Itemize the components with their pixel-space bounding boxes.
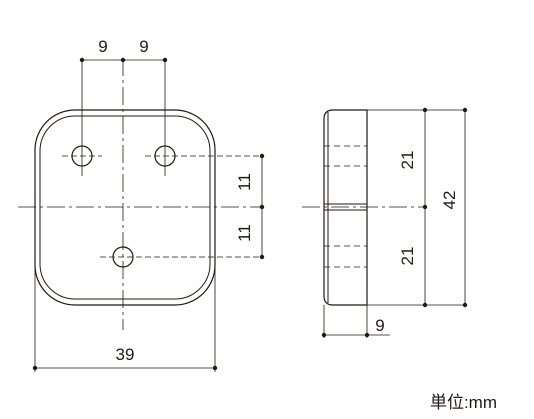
front-body-outer [34,109,216,306]
hole-crosshairs [62,155,262,258]
front-dimension-dots [32,57,265,371]
side-hidden-lines [324,145,367,268]
top-extension-lines [81,58,166,176]
dim-width: 39 [116,345,135,364]
unit-label: 単位:mm [430,393,497,412]
dim-vertical-upper: 11 [235,173,254,191]
side-dimension-dots [321,107,468,338]
dim-hole-spacing-right: 9 [139,37,148,56]
dim-side-upper: 21 [398,151,417,170]
front-body-inner [39,115,211,300]
dim-side-total: 42 [440,191,459,210]
side-extension-lines [323,109,465,338]
bottom-extension-lines [34,210,216,372]
side-body-outline [323,109,368,306]
dim-side-lower: 21 [398,247,417,266]
dim-side-depth: 9 [375,316,384,335]
side-view [302,109,466,338]
front-view [18,58,263,372]
dim-vertical-lower: 11 [235,224,254,242]
dim-hole-spacing-left: 9 [98,37,107,56]
